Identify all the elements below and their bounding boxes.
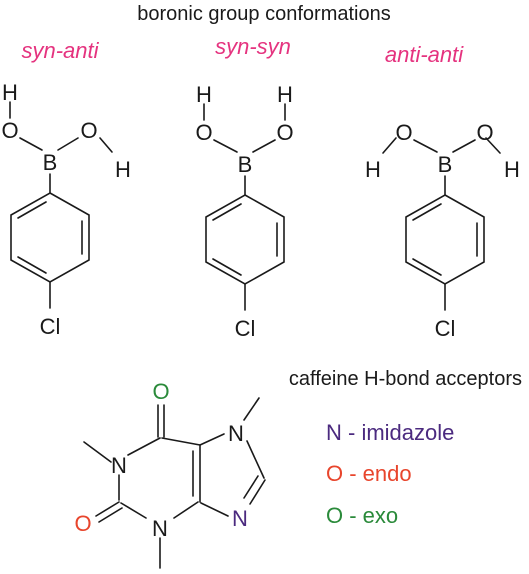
molecule-syn-syn: H H O B O Cl [195,82,293,341]
atom-h: H [2,80,18,105]
atom-h: H [504,157,520,182]
molecule-anti-anti: O B O H H Cl [365,120,520,341]
atom-b: B [438,152,453,177]
atom-h: H [277,82,293,107]
caffeine-title: caffeine H-bond acceptors [289,368,522,390]
atom-o: O [395,120,412,145]
boronic-bonds [382,137,501,196]
atom-n1: N [111,453,127,478]
atom-b: B [43,150,58,175]
conformation-label-syn-anti: syn-anti [21,38,99,63]
benzene-ring [205,194,285,311]
conformation-label-anti-anti: anti-anti [385,42,464,67]
atom-o-exo: O [152,379,169,404]
caffeine-legend: N - imidazole O - endo O - exo [326,420,454,528]
boronic-bonds [203,103,286,196]
boronic-bonds [9,101,113,194]
conformation-label-syn-syn: syn-syn [215,34,291,59]
atom-n9-imidazole: N [232,506,248,531]
benzene-ring [405,194,485,311]
legend-o-endo: O - endo [326,461,412,486]
atom-o: O [276,120,293,145]
atom-o: O [80,118,97,143]
atom-o: O [195,120,212,145]
atom-o: O [476,120,493,145]
atom-cl: Cl [435,316,456,341]
legend-o-exo: O - exo [326,503,398,528]
atom-n3: N [152,516,168,541]
atom-o-endo: O [74,511,91,536]
benzene-ring [10,192,90,309]
atom-h: H [365,157,381,182]
molecule-syn-anti: H O B O H Cl [1,80,131,339]
atom-cl: Cl [40,314,61,339]
caffeine-bonds [83,397,266,569]
atom-h: H [115,157,131,182]
atom-h: H [196,82,212,107]
atom-cl: Cl [235,316,256,341]
figure-title: boronic group conformations [137,3,390,25]
atom-o: O [1,118,18,143]
caffeine-molecule: O N N O N N [74,379,266,569]
atom-b: B [238,152,253,177]
legend-n-imidazole: N - imidazole [326,420,454,445]
atom-n7: N [228,421,244,446]
